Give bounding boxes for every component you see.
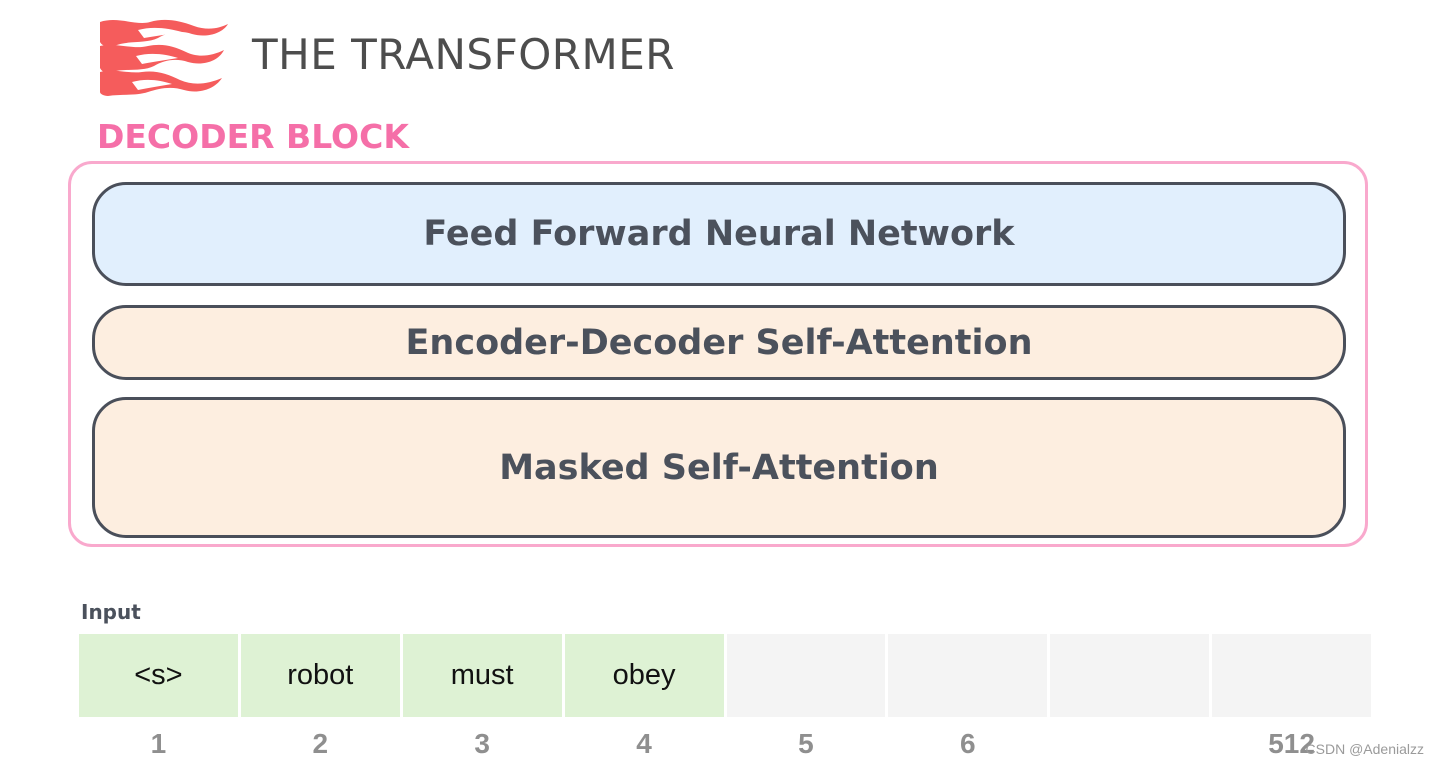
input-token: obey [564, 634, 724, 717]
input-token-empty [726, 634, 886, 717]
input-token: robot [240, 634, 400, 717]
decoder-block-label: DECODER BLOCK [97, 117, 409, 156]
position-index [1050, 726, 1209, 762]
flame-logo-icon [100, 19, 228, 96]
position-index: 512 [1268, 728, 1315, 759]
position-index-row: 1 2 3 4 5 6 512 [79, 726, 1371, 762]
position-index: 5 [798, 728, 814, 759]
input-token-empty [888, 634, 1048, 717]
masked-self-attention-layer: Masked Self-Attention [92, 397, 1346, 538]
page-title: THE TRANSFORMER [252, 30, 675, 79]
position-index: 4 [636, 728, 652, 759]
input-token: must [402, 634, 562, 717]
position-index: 2 [312, 728, 329, 759]
encoder-decoder-attention-layer: Encoder-Decoder Self-Attention [92, 305, 1346, 380]
position-index: 3 [474, 728, 490, 759]
feed-forward-layer: Feed Forward Neural Network [92, 182, 1346, 286]
position-index: 6 [960, 728, 976, 759]
input-label: Input [81, 600, 141, 624]
input-token-empty [1212, 634, 1371, 717]
input-token-empty [1050, 634, 1210, 717]
position-index: 1 [150, 728, 167, 759]
input-token-row: <s> robot must obey [79, 634, 1371, 717]
decoder-block [68, 161, 1368, 547]
input-token: <s> [79, 634, 238, 717]
watermark: CSDN @Adenialzz [1305, 741, 1424, 757]
